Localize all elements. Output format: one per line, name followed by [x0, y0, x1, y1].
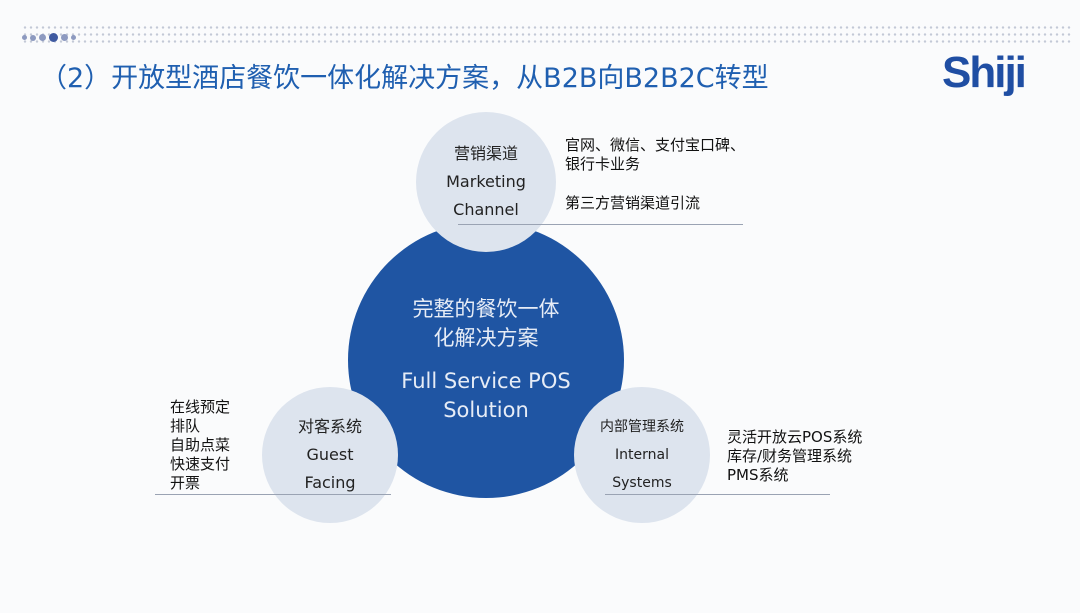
- shiji-logo: Shiji: [942, 48, 1027, 97]
- note: 灵活开放云POS系统: [727, 428, 863, 446]
- note: 官网、微信、支付宝口碑、: [565, 136, 746, 154]
- center-en-2: Solution: [443, 398, 529, 422]
- dot-accent: [22, 27, 79, 46]
- note: 排队: [170, 417, 201, 435]
- internal-notes: 灵活开放云POS系统 库存/财务管理系统 PMS系统: [727, 428, 862, 485]
- guest-notes: 在线预定 排队 自助点菜 快速支付 开票: [170, 398, 230, 493]
- guest-en-2: Facing: [304, 473, 356, 492]
- page-title: （2）开放型酒店餐饮一体化解决方案，从B2B向B2B2C转型: [40, 63, 769, 94]
- guest-divider: [155, 494, 391, 495]
- internal-divider: [605, 494, 830, 495]
- dotted-header-decoration: [22, 24, 1072, 44]
- marketing-en-1: Marketing: [446, 172, 526, 191]
- internal-circle: 内部管理系统 Internal Systems: [574, 387, 710, 523]
- marketing-en-2: Channel: [453, 200, 519, 219]
- marketing-cn: 营销渠道: [453, 144, 518, 163]
- internal-en-2: Systems: [612, 475, 672, 491]
- marketing-circle: 营销渠道 Marketing Channel: [416, 112, 556, 252]
- guest-cn: 对客系统: [297, 417, 362, 436]
- note: 自助点菜: [170, 436, 231, 454]
- note: 快速支付: [170, 455, 231, 473]
- internal-cn: 内部管理系统: [600, 419, 684, 435]
- note: 库存/财务管理系统: [727, 447, 853, 465]
- note: 开票: [170, 474, 201, 492]
- note: 第三方营销渠道引流: [565, 194, 701, 212]
- marketing-divider: [458, 224, 743, 225]
- internal-en-1: Internal: [615, 447, 669, 463]
- center-cn-2: 化解决方案: [433, 326, 539, 350]
- center-cn-1: 完整的餐饮一体: [412, 297, 560, 321]
- note: PMS系统: [727, 466, 789, 484]
- note: 在线预定: [170, 398, 231, 416]
- guest-circle: 对客系统 Guest Facing: [262, 387, 398, 523]
- guest-en-1: Guest: [306, 445, 354, 464]
- note: 银行卡业务: [565, 155, 641, 173]
- center-en-1: Full Service POS: [401, 369, 571, 393]
- marketing-notes: 官网、微信、支付宝口碑、 银行卡业务 第三方营销渠道引流: [565, 136, 745, 213]
